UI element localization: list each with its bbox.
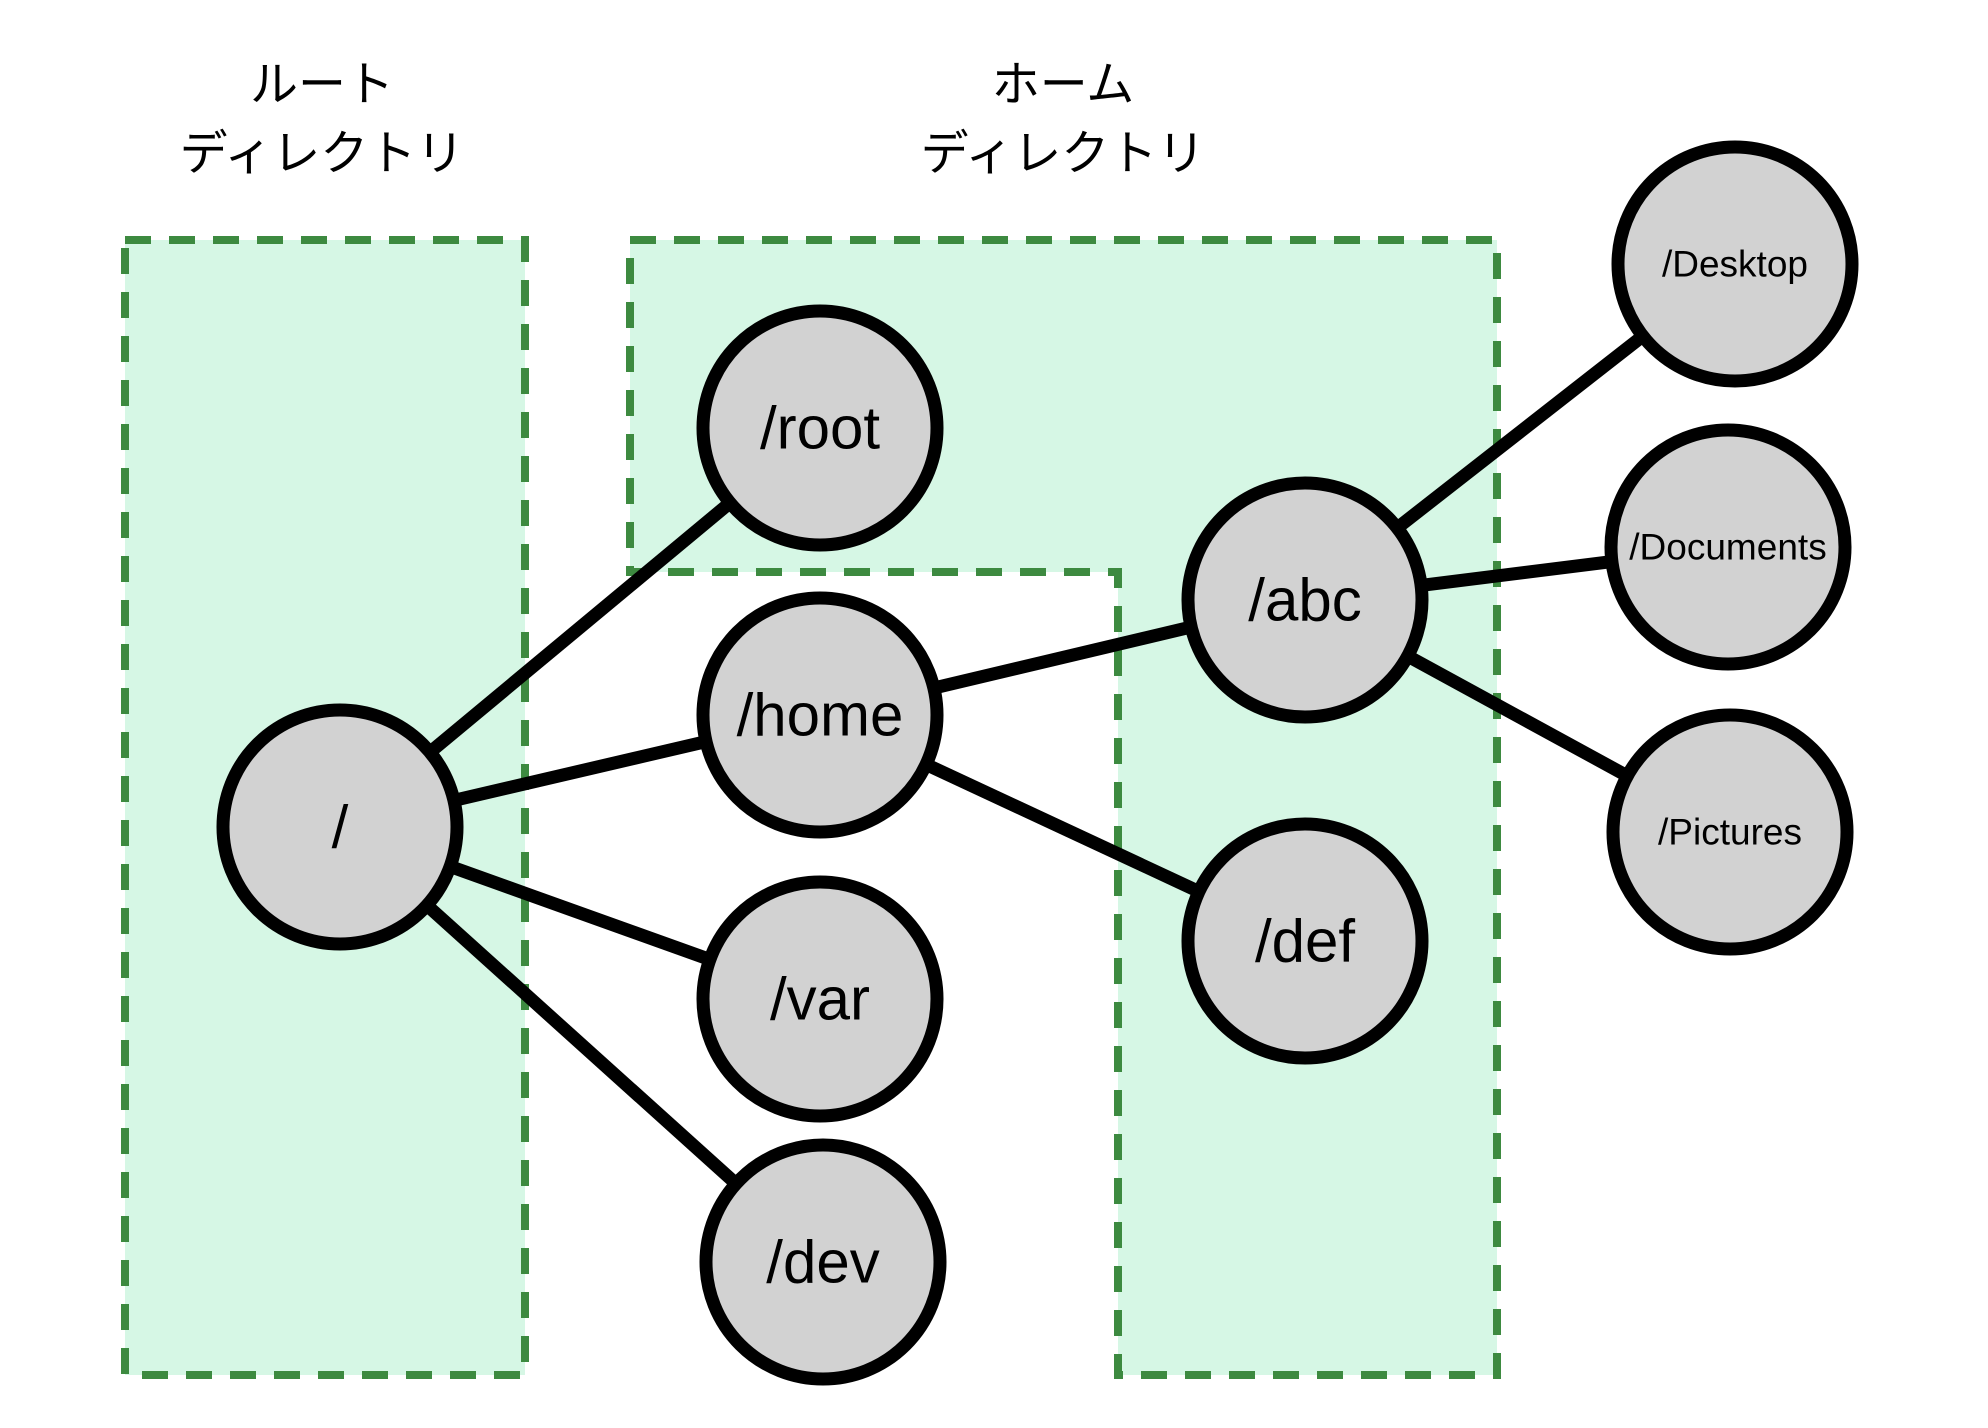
node-documents: /Documents xyxy=(1604,423,1852,671)
node-def-circle xyxy=(1181,817,1429,1065)
caption-home-directory-line2: ディレクトリ xyxy=(921,128,1206,181)
node-layer: / /root/home/var/dev/abc/def/Desktop/Docu… xyxy=(216,140,1859,1386)
node-dev: /dev xyxy=(699,1138,947,1386)
node-abc-label: /abc xyxy=(1248,567,1361,634)
node-slashroot: /root xyxy=(696,304,944,552)
node-var-circle xyxy=(696,875,944,1123)
node-slashroot-circle xyxy=(696,304,944,552)
node-def: /def xyxy=(1181,817,1429,1065)
node-home-circle xyxy=(696,591,944,839)
node-documents-circle xyxy=(1604,423,1852,671)
node-root-label: / xyxy=(332,794,349,861)
node-dev-label: /dev xyxy=(766,1229,879,1296)
node-home-label: /home xyxy=(737,682,904,749)
node-slashroot-label: /root xyxy=(760,395,880,462)
node-root: / xyxy=(216,703,464,951)
node-dev-circle xyxy=(699,1138,947,1386)
caption-home-directory-line1: ホーム xyxy=(992,59,1135,112)
caption-root-directory-line1: ルート xyxy=(250,59,394,112)
node-pictures: /Pictures xyxy=(1606,708,1854,956)
node-home: /home xyxy=(696,591,944,839)
node-root-circle xyxy=(216,703,464,951)
node-desktop: /Desktop xyxy=(1611,140,1859,388)
node-desktop-circle xyxy=(1611,140,1859,388)
node-abc: /abc xyxy=(1181,476,1429,724)
node-documents-label: /Documents xyxy=(1629,527,1826,568)
caption-home-directory: ホーム ディレクトリ xyxy=(921,59,1206,181)
caption-root-directory-line2: ディレクトリ xyxy=(180,128,465,181)
node-pictures-label: /Pictures xyxy=(1658,812,1802,853)
node-var-label: /var xyxy=(770,966,870,1033)
node-desktop-label: /Desktop xyxy=(1662,244,1808,285)
node-def-label: /def xyxy=(1255,908,1355,975)
node-abc-circle xyxy=(1181,476,1429,724)
node-var: /var xyxy=(696,875,944,1123)
node-pictures-circle xyxy=(1606,708,1854,956)
caption-root-directory: ルート ディレクトリ xyxy=(180,59,465,181)
